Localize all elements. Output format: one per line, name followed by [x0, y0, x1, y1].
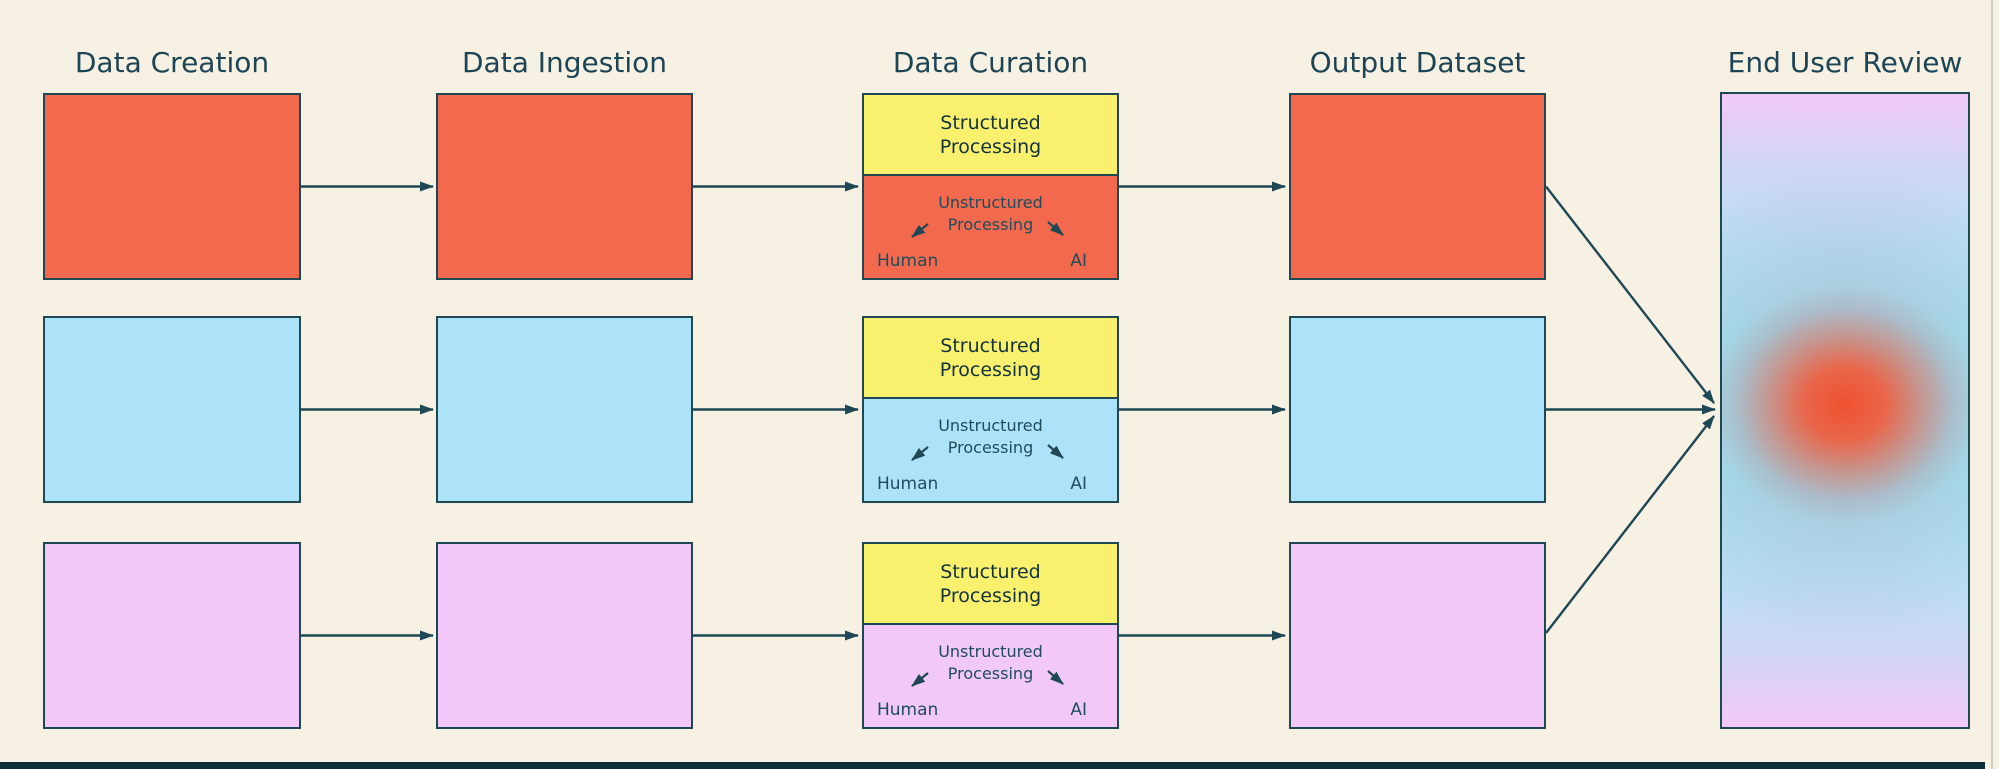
column-header-data-curation: Data Curation: [892, 46, 1089, 79]
human-label: Human: [877, 474, 939, 494]
bottom-bar: [0, 762, 1985, 769]
data-creation-box-blue-row: [43, 316, 301, 503]
column-header-data-creation: Data Creation: [74, 46, 270, 79]
arrow-output-to-review-row3: [1545, 415, 1715, 634]
data-creation-box-pink-row: [43, 542, 301, 729]
data-curation-box-red-row: Structured Processing Unstructured Proce…: [862, 93, 1119, 280]
structured-processing-section: Structured Processing: [864, 544, 1117, 625]
structured-processing-section: Structured Processing: [864, 318, 1117, 399]
structured-processing-label: Structured Processing: [939, 560, 1042, 607]
unstructured-label-line2: Processing: [947, 215, 1034, 234]
window-right-edge: [1991, 0, 1993, 769]
data-curation-box-blue-row: Structured Processing Unstructured Proce…: [862, 316, 1119, 503]
ai-label: AI: [1070, 700, 1087, 720]
human-label: Human: [877, 251, 939, 271]
structured-processing-label: Structured Processing: [939, 111, 1042, 158]
human-arrow-icon: [911, 672, 929, 687]
output-dataset-box-pink-row: [1289, 542, 1546, 729]
split-arrows: [911, 670, 1064, 687]
split-arrows: [911, 221, 1064, 238]
column-header-data-ingestion: Data Ingestion: [462, 46, 667, 79]
human-label: Human: [877, 700, 939, 720]
output-dataset-box-blue-row: [1289, 316, 1546, 503]
ai-label: AI: [1070, 251, 1087, 271]
human-arrow-icon: [911, 446, 929, 461]
unstructured-processing-section: Unstructured Processing Human AI: [864, 625, 1117, 727]
structured-processing-label: Structured Processing: [939, 334, 1042, 381]
output-dataset-box-red-row: [1289, 93, 1546, 280]
split-arrows: [911, 444, 1064, 461]
unstructured-label-line1: Unstructured: [938, 642, 1043, 661]
ai-arrow-icon: [1047, 221, 1064, 236]
unstructured-label-line1: Unstructured: [938, 416, 1043, 435]
ai-arrow-icon: [1047, 670, 1064, 685]
column-header-output-dataset: Output Dataset: [1309, 46, 1526, 79]
data-creation-box-red-row: [43, 93, 301, 280]
data-curation-box-pink-row: Structured Processing Unstructured Proce…: [862, 542, 1119, 729]
unstructured-label-line2: Processing: [947, 664, 1034, 683]
data-ingestion-box-red-row: [436, 93, 693, 280]
data-ingestion-box-pink-row: [436, 542, 693, 729]
human-arrow-icon: [911, 223, 929, 238]
unstructured-processing-section: Unstructured Processing Human AI: [864, 399, 1117, 501]
unstructured-label-line1: Unstructured: [938, 193, 1043, 212]
end-user-review-box: [1720, 92, 1970, 729]
ai-arrow-icon: [1047, 444, 1064, 459]
column-header-end-user-review: End User Review: [1727, 46, 1963, 79]
arrow-output-to-review-row1: [1545, 185, 1715, 404]
ai-label: AI: [1070, 474, 1087, 494]
unstructured-processing-section: Unstructured Processing Human AI: [864, 176, 1117, 278]
structured-processing-section: Structured Processing: [864, 95, 1117, 176]
unstructured-label-line2: Processing: [947, 438, 1034, 457]
data-ingestion-box-blue-row: [436, 316, 693, 503]
